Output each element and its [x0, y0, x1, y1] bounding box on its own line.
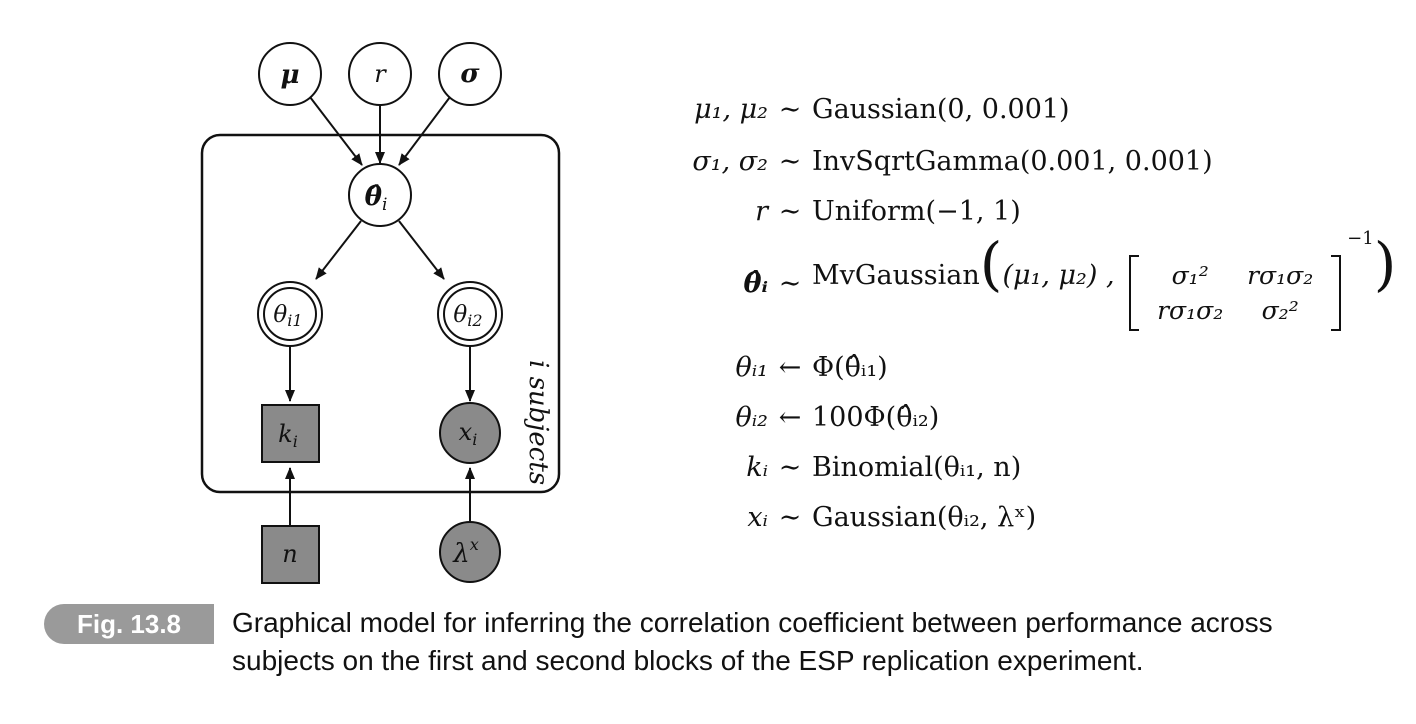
equation-lhs: μ₁, μ₂ [694, 94, 768, 125]
equation-theta-hat: θ̂ᵢ ∼ MvGaussian((μ₁, μ₂) , σ₁² rσ₁σ₂ rσ… [560, 228, 1396, 331]
equation-lhs: kᵢ [746, 452, 768, 483]
equation-rhs: Φ(θ̂ᵢ₁) [812, 352, 888, 383]
equation-lhs: θᵢ₁ [735, 352, 768, 383]
equation-lhs: r [755, 196, 768, 227]
node-sigma-label: σ [460, 59, 480, 89]
inverse-exponent: −1 [1347, 228, 1374, 249]
equation-rhs: Uniform(−1, 1) [812, 196, 1021, 227]
equation-rhs: InvSqrtGamma(0.001, 0.001) [812, 146, 1213, 177]
equation-lhs: θ̂ᵢ [743, 268, 768, 299]
edge-thetahat-theta2 [398, 220, 445, 280]
equation-relation: ∼ [778, 196, 802, 227]
node-r [348, 42, 412, 106]
equation-lhs: θᵢ₂ [735, 402, 768, 433]
node-theta-hat-label: θ̂i [365, 182, 388, 215]
precision-matrix: σ₁² rσ₁σ₂ rσ₁σ₂ σ₂² [1129, 255, 1342, 331]
matrix-cell-11: σ₁² [1171, 261, 1209, 290]
node-theta-hat [348, 163, 412, 227]
matrix-cell-12: rσ₁σ₂ [1247, 261, 1314, 290]
node-lambda-label: λx [452, 535, 479, 569]
equation-rhs: Binomial(θᵢ₁, n) [812, 452, 1022, 483]
node-x-label: xi [459, 418, 478, 449]
mvgaussian-function: MvGaussian [812, 260, 980, 291]
equation-rhs: Gaussian(0, 0.001) [812, 94, 1070, 125]
equation-relation: ∼ [778, 502, 802, 533]
node-sigma [438, 42, 502, 106]
equation-relation: ∼ [778, 146, 802, 177]
equation-sigma: σ₁, σ₂ ∼ InvSqrtGamma(0.001, 0.001) [560, 146, 1213, 177]
mean-vector: (μ₁, μ₂) , [1002, 260, 1115, 291]
node-r-label: r [374, 60, 387, 88]
equation-relation: ∼ [778, 268, 802, 299]
equation-mu: μ₁, μ₂ ∼ Gaussian(0, 0.001) [560, 94, 1070, 125]
equation-rhs: MvGaussian((μ₁, μ₂) , σ₁² rσ₁σ₂ rσ₁σ₂ σ₂… [812, 228, 1396, 331]
equation-relation: ∼ [778, 94, 802, 125]
node-n [261, 525, 320, 584]
figure-caption: Fig. 13.8 Graphical model for inferring … [44, 604, 1384, 684]
equation-x: xᵢ ∼ Gaussian(θᵢ₂, λˣ) [560, 502, 1036, 533]
equation-lhs: σ₁, σ₂ [692, 146, 768, 177]
open-paren: ( [979, 230, 1003, 298]
figure-label: Fig. 13.8 [44, 604, 214, 644]
equation-rhs: Gaussian(θᵢ₂, λˣ) [812, 502, 1037, 533]
node-theta-i1-inner [263, 287, 317, 341]
equation-r: r ∼ Uniform(−1, 1) [560, 196, 1021, 227]
equation-rhs: 100Φ(θ̂ᵢ₂) [812, 402, 940, 433]
node-mu [258, 42, 322, 106]
caption-text: Graphical model for inferring the correl… [232, 607, 1273, 676]
node-theta-i2-outer [437, 281, 503, 347]
node-theta-i2-inner [443, 287, 497, 341]
node-lambda [439, 521, 501, 583]
equation-relation: ← [778, 402, 802, 433]
node-x [439, 402, 501, 464]
edge-mu-thetahat [309, 96, 363, 166]
node-k [261, 404, 320, 463]
node-k-label: ki [278, 420, 298, 451]
node-theta-i1-outer [257, 281, 323, 347]
graphical-model-diagram: i subjects μ r σ θ̂i θi1 θi2 ki xi n λx [200, 42, 561, 584]
equation-theta-i1: θᵢ₁ ← Φ(θ̂ᵢ₁) [560, 352, 888, 383]
model-equations: μ₁, μ₂ ∼ Gaussian(0, 0.001) σ₁, σ₂ ∼ Inv… [560, 88, 1396, 548]
plate-label: i subjects [523, 360, 553, 485]
edge-thetahat-theta1 [315, 220, 362, 280]
equation-relation: ← [778, 352, 802, 383]
equation-lhs: xᵢ [747, 502, 768, 533]
equation-k: kᵢ ∼ Binomial(θᵢ₁, n) [560, 452, 1021, 483]
matrix-cell-21: rσ₁σ₂ [1157, 296, 1224, 325]
edge-sigma-thetahat [398, 96, 451, 166]
equation-theta-i2: θᵢ₂ ← 100Φ(θ̂ᵢ₂) [560, 402, 939, 433]
close-paren: ) [1373, 230, 1397, 298]
node-mu-label: μ [280, 60, 299, 90]
node-theta-i1-label: θi1 [273, 302, 302, 330]
matrix-cell-22: σ₂² [1261, 296, 1299, 325]
equation-relation: ∼ [778, 452, 802, 483]
node-n-label: n [282, 540, 297, 568]
node-theta-i2-label: θi2 [453, 302, 482, 330]
